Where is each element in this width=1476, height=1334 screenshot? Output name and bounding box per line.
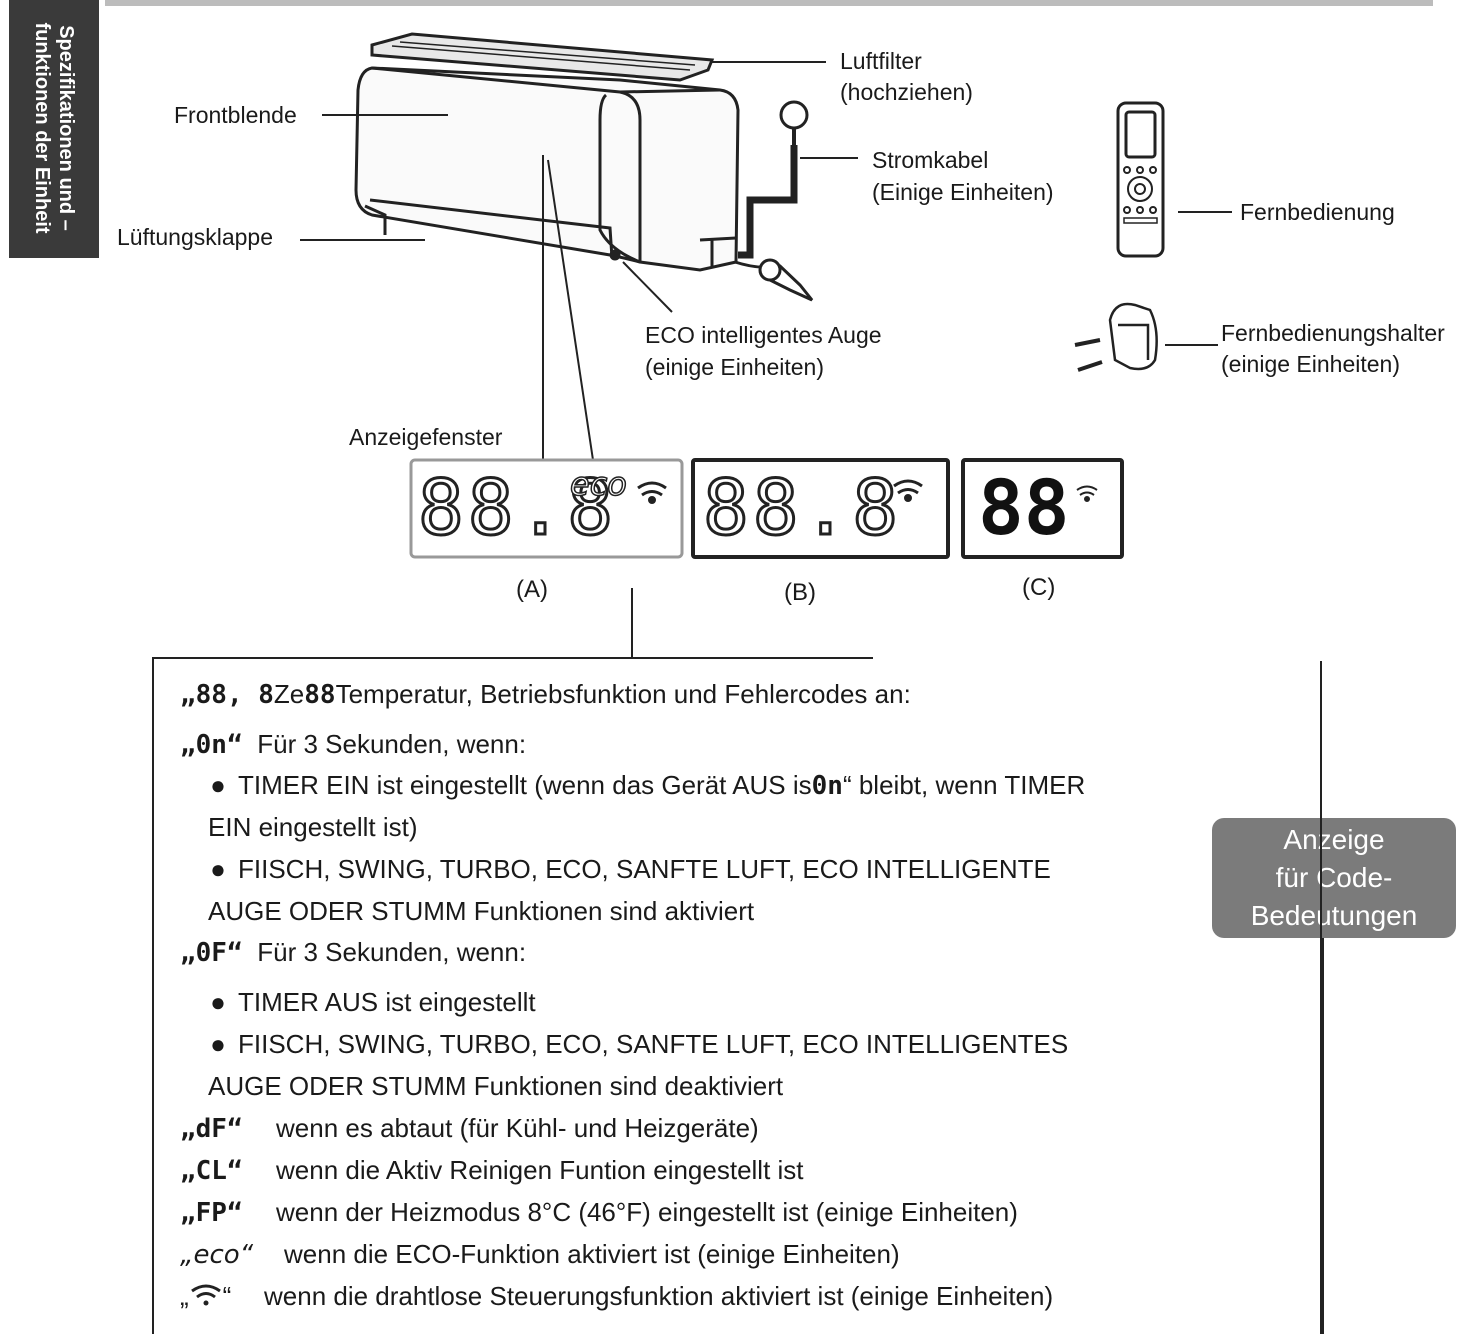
code-row-of: „0F“ Für 3 Sekunden, wenn:	[180, 935, 526, 970]
bullet-icon: ●	[210, 854, 226, 884]
code-bullet: ● TIMER EIN ist eingestellt (wenn das Ger…	[198, 768, 1085, 803]
label-halter-note: (einige Einheiten)	[1221, 351, 1401, 377]
header-bar	[105, 0, 1433, 6]
code-text: AUGE ODER STUMM Funktionen sind aktivier…	[208, 896, 755, 926]
remote-holder-illustration	[1074, 302, 1158, 372]
label-eco-auge-note: (einige Einheiten)	[645, 354, 825, 380]
code-symbol: 88	[304, 680, 336, 710]
code-row-wifi: „“ wenn die drahtlose Steuerungsfunktion …	[180, 1279, 1053, 1313]
code-symbol: „FP“	[180, 1198, 243, 1228]
code-text: wenn die ECO-Funktion aktiviert ist (ein…	[284, 1239, 900, 1269]
display-a-digits: 88.8	[416, 463, 618, 552]
code-text: EIN eingestellt ist)	[208, 812, 418, 842]
code-text: TIMER AUS ist eingestellt	[238, 987, 536, 1017]
display-a-caption: (A)	[516, 576, 548, 603]
code-bullet: ● FIISCH, SWING, TURBO, ECO, SANFTE LUFT,…	[198, 852, 1051, 886]
box-top-gap	[873, 653, 1328, 661]
code-text: Ze	[273, 679, 305, 709]
label-stromkabel-note: (Einige Einheiten)	[872, 179, 1054, 205]
code-text: wenn die Aktiv Reinigen Funtion eingeste…	[276, 1155, 804, 1185]
code-text: wenn es abtaut (für Kühl- und Heizgeräte…	[276, 1113, 759, 1143]
code-symbol: „“	[180, 1281, 232, 1311]
code-text: Für 3 Sekunden, wenn:	[257, 729, 527, 759]
code-row-fp: „FP“ wenn der Heizmodus 8°C (46°F) einges…	[180, 1195, 1018, 1230]
label-eco-auge: ECO intelligentes Auge	[645, 322, 882, 348]
code-text: “ bleibt, wenn TIMER	[842, 770, 1086, 800]
indoor-unit-illustration	[354, 66, 740, 272]
code-row-on: „0n“ Für 3 Sekunden, wenn:	[180, 727, 526, 762]
air-filter-illustration	[370, 32, 715, 82]
code-symbol: „88, 8	[180, 680, 274, 710]
code-symbol: 0n	[811, 771, 843, 801]
code-row-df: „dF“ wenn es abtaut (für Kühl- und Heizge…	[180, 1111, 759, 1146]
code-text: Für 3 Sekunden, wenn:	[257, 937, 527, 967]
code-text: AUGE ODER STUMM Funktionen sind deaktivi…	[208, 1071, 784, 1101]
code-meaning-badge-text: Anzeige für Code- Bedeutungen	[1250, 824, 1418, 931]
unit-diagram	[300, 32, 1232, 657]
code-text: FIISCH, SWING, TURBO, ECO, SANFTE LUFT, …	[238, 854, 1051, 884]
code-bullet: ● FIISCH, SWING, TURBO, ECO, SANFTE LUFT,…	[198, 1027, 1068, 1061]
code-legend-box	[152, 657, 1322, 1334]
label-anzeigefenster: Anzeigefenster	[349, 424, 503, 450]
label-luftfilter-note: (hochziehen)	[840, 79, 973, 105]
label-fernbedienung: Fernbedienung	[1240, 199, 1395, 225]
display-b-digits: 88.8	[701, 463, 903, 552]
bullet-icon: ●	[210, 987, 226, 1017]
code-bullet: ● TIMER AUS ist eingestellt	[198, 985, 536, 1019]
section-tab: Spezifikationen und –funktionen der Einh…	[9, 0, 99, 258]
code-meaning-badge: Anzeige für Code- Bedeutungen	[1212, 818, 1456, 938]
code-text: Temperatur, Betriebsfunktion und Fehlerc…	[335, 679, 911, 709]
display-c-caption: (C)	[1022, 574, 1056, 601]
code-text: wenn die drahtlose Steuerungsfunktion ak…	[264, 1281, 1054, 1311]
display-b-caption: (B)	[784, 579, 816, 606]
code-text: wenn der Heizmodus 8°C (46°F) eingestell…	[276, 1197, 1018, 1227]
bullet-icon: ●	[210, 1029, 226, 1059]
code-symbol: „CL“	[180, 1156, 243, 1186]
code-text: FIISCH, SWING, TURBO, ECO, SANFTE LUFT, …	[238, 1029, 1069, 1059]
wifi-icon	[190, 1284, 221, 1306]
code-row-cl: „CL“ wenn die Aktiv Reinigen Funtion eing…	[180, 1153, 804, 1188]
code-symbol: „eco“	[180, 1240, 254, 1270]
wifi-icon	[637, 481, 667, 504]
label-halter: Fernbedienungshalter	[1221, 320, 1445, 346]
badge-connector	[1322, 938, 1324, 1334]
label-lueftungsklappe: Lüftungsklappe	[117, 224, 274, 250]
remote-control-illustration	[1116, 101, 1165, 258]
label-luftfilter: Luftfilter	[840, 48, 922, 74]
display-c-digits: 88	[978, 463, 1070, 552]
leader-lines	[300, 61, 1232, 657]
code-text: TIMER EIN ist eingestellt (wenn das Gerä…	[238, 770, 812, 800]
wifi-icon	[1076, 485, 1098, 502]
bullet-icon: ●	[210, 770, 226, 800]
code-row-eco: „eco“ wenn die ECO-Funktion aktiviert ist…	[180, 1237, 900, 1272]
display-frames	[409, 458, 1124, 559]
label-stromkabel: Stromkabel	[872, 147, 989, 173]
wifi-icon	[893, 479, 923, 502]
code-symbol: „0F“	[180, 938, 243, 968]
display-a-eco: eco	[569, 465, 627, 503]
power-cable-illustration	[734, 100, 814, 302]
code-row-temperature: „88, 8Ze88Temperatur, Betriebsfunktion u…	[180, 677, 911, 712]
label-frontblende: Frontblende	[174, 102, 297, 128]
code-symbol: „0n“	[180, 730, 243, 760]
code-symbol: „dF“	[180, 1114, 243, 1144]
